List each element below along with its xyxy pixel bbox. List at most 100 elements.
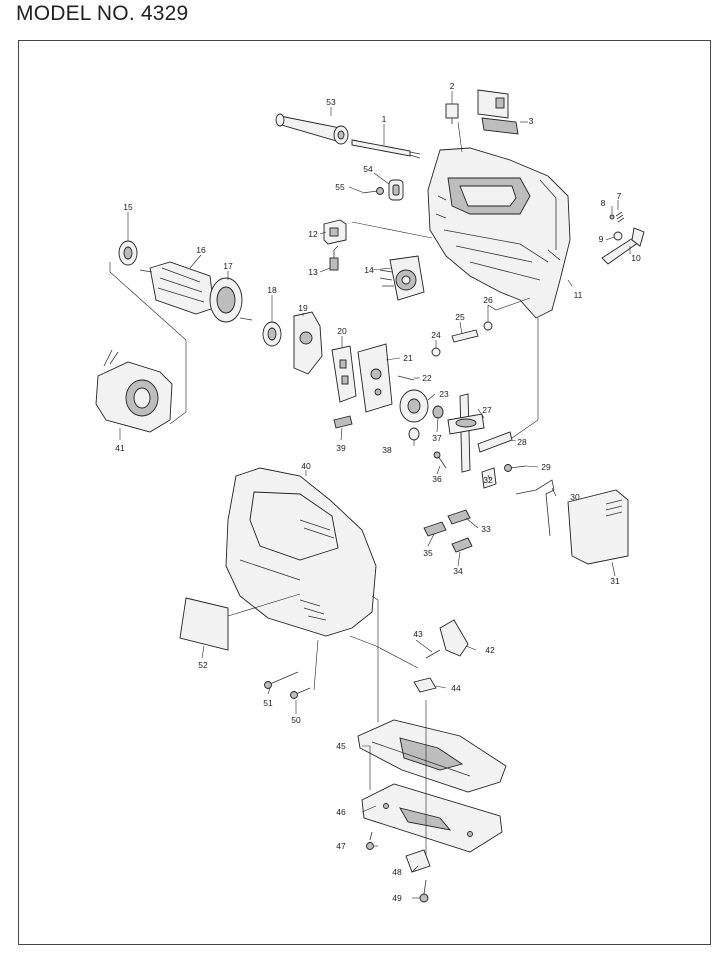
- part-28-bracket: [477, 431, 513, 453]
- part-34-pad: [451, 537, 473, 553]
- label-part-25: 25: [455, 312, 465, 322]
- part-19-bearing-box: [293, 311, 323, 375]
- part-26-o-ring: [483, 321, 493, 331]
- part-48-clamp: [405, 849, 431, 873]
- label-part-39: 39: [336, 443, 346, 453]
- part-18-ball-bearing: [262, 321, 282, 347]
- label-part-55: 55: [335, 182, 345, 192]
- label-part-48: 48: [392, 867, 402, 877]
- label-part-51: 51: [263, 698, 273, 708]
- label-part-54: 54: [363, 164, 373, 174]
- part-35-pad: [423, 521, 447, 537]
- label-part-31: 31: [610, 576, 620, 586]
- label-part-36: 36: [432, 474, 442, 484]
- part-8-pin: [609, 214, 615, 220]
- part-47-screw: [366, 831, 374, 850]
- part-42-lever: [439, 619, 469, 657]
- part-17-fan: [209, 277, 253, 323]
- part-49-bolt: [419, 879, 429, 903]
- part-44-plate: [413, 677, 437, 693]
- part-7-spring: [615, 211, 625, 223]
- label-part-41: 41: [115, 443, 125, 453]
- label-part-20: 20: [337, 326, 347, 336]
- part-15-ball-bearing: [118, 240, 138, 266]
- label-part-32: 32: [483, 475, 493, 485]
- diagram-frame: [18, 40, 711, 945]
- part-30-spring: [515, 479, 555, 537]
- part-callouts: 1 2 3 7 8 9 10 11 12 13 14 15 16 17 18 1…: [115, 81, 641, 903]
- label-part-9: 9: [599, 234, 604, 244]
- part-36-screw: [433, 451, 447, 469]
- label-part-1: 1: [382, 114, 387, 124]
- label-part-42: 42: [485, 645, 495, 655]
- label-part-43: 43: [413, 629, 423, 639]
- part-51-screw: [264, 671, 299, 689]
- part-13-carbon-brush: [329, 245, 339, 271]
- part-53-cord-guard: [275, 113, 349, 145]
- part-1-cord: [351, 139, 421, 159]
- label-part-30: 30: [570, 492, 580, 502]
- part-41-field: [95, 349, 173, 433]
- part-21-plate: [357, 343, 393, 413]
- part-31-blade-cover: [567, 489, 629, 565]
- part-29-screw: [504, 464, 527, 472]
- part-14-switch-unit: [379, 255, 425, 301]
- label-part-11: 11: [574, 290, 583, 300]
- part-37-collar: [432, 405, 444, 419]
- part-40-housing-set: [225, 467, 377, 637]
- label-part-10: 10: [631, 253, 641, 263]
- part-2-block: [445, 103, 459, 124]
- label-part-38: 38: [382, 445, 392, 455]
- label-part-7: 7: [617, 191, 622, 201]
- label-part-40: 40: [301, 461, 311, 471]
- label-part-15: 15: [123, 202, 133, 212]
- label-part-27: 27: [482, 405, 492, 415]
- part-55-screw: [361, 187, 384, 195]
- label-part-49: 49: [392, 893, 402, 903]
- part-9-washer: [613, 231, 623, 241]
- part-3-switch: [477, 89, 519, 135]
- label-part-47: 47: [336, 841, 346, 851]
- part-20-plate: [331, 345, 357, 403]
- part-24-o-ring: [431, 347, 441, 357]
- label-part-35: 35: [423, 548, 433, 558]
- part-11-motor-housing: [427, 147, 571, 319]
- label-part-14: 14: [364, 265, 374, 275]
- part-46-shoe: [361, 783, 503, 853]
- label-part-12: 12: [308, 229, 318, 239]
- label-part-8: 8: [601, 198, 606, 208]
- part-12-brush-holder: [323, 219, 347, 245]
- label-part-53: 53: [326, 97, 336, 107]
- label-part-16: 16: [196, 245, 206, 255]
- part-23-gear: [399, 389, 429, 423]
- part-22-pin: [397, 375, 415, 381]
- label-part-18: 18: [267, 285, 277, 295]
- label-part-13: 13: [308, 267, 318, 277]
- label-part-26: 26: [483, 295, 493, 305]
- label-part-50: 50: [291, 715, 301, 725]
- label-part-19: 19: [298, 303, 308, 313]
- label-part-37: 37: [432, 433, 442, 443]
- part-25-pin: [451, 329, 479, 343]
- label-part-44: 44: [451, 683, 461, 693]
- part-54-strain-relief: [388, 179, 404, 201]
- part-50-screw: [290, 687, 311, 699]
- label-part-46: 46: [336, 807, 346, 817]
- label-part-3: 3: [529, 116, 534, 126]
- label-part-45: 45: [336, 741, 346, 751]
- leader-lines: [109, 91, 631, 899]
- label-part-33: 33: [481, 524, 491, 534]
- part-33-pad: [447, 509, 471, 525]
- label-part-17: 17: [223, 261, 233, 271]
- part-38-washer: [408, 427, 420, 441]
- label-part-21: 21: [403, 353, 413, 363]
- part-43-pin: [425, 649, 441, 659]
- part-10-lever: [601, 227, 645, 265]
- label-part-2: 2: [450, 81, 455, 91]
- part-52-nameplate: [179, 597, 229, 651]
- label-part-28: 28: [517, 437, 527, 447]
- part-39-spacer: [333, 415, 353, 429]
- part-45-base: [357, 719, 507, 793]
- model-number-title: MODEL NO. 4329: [16, 2, 189, 25]
